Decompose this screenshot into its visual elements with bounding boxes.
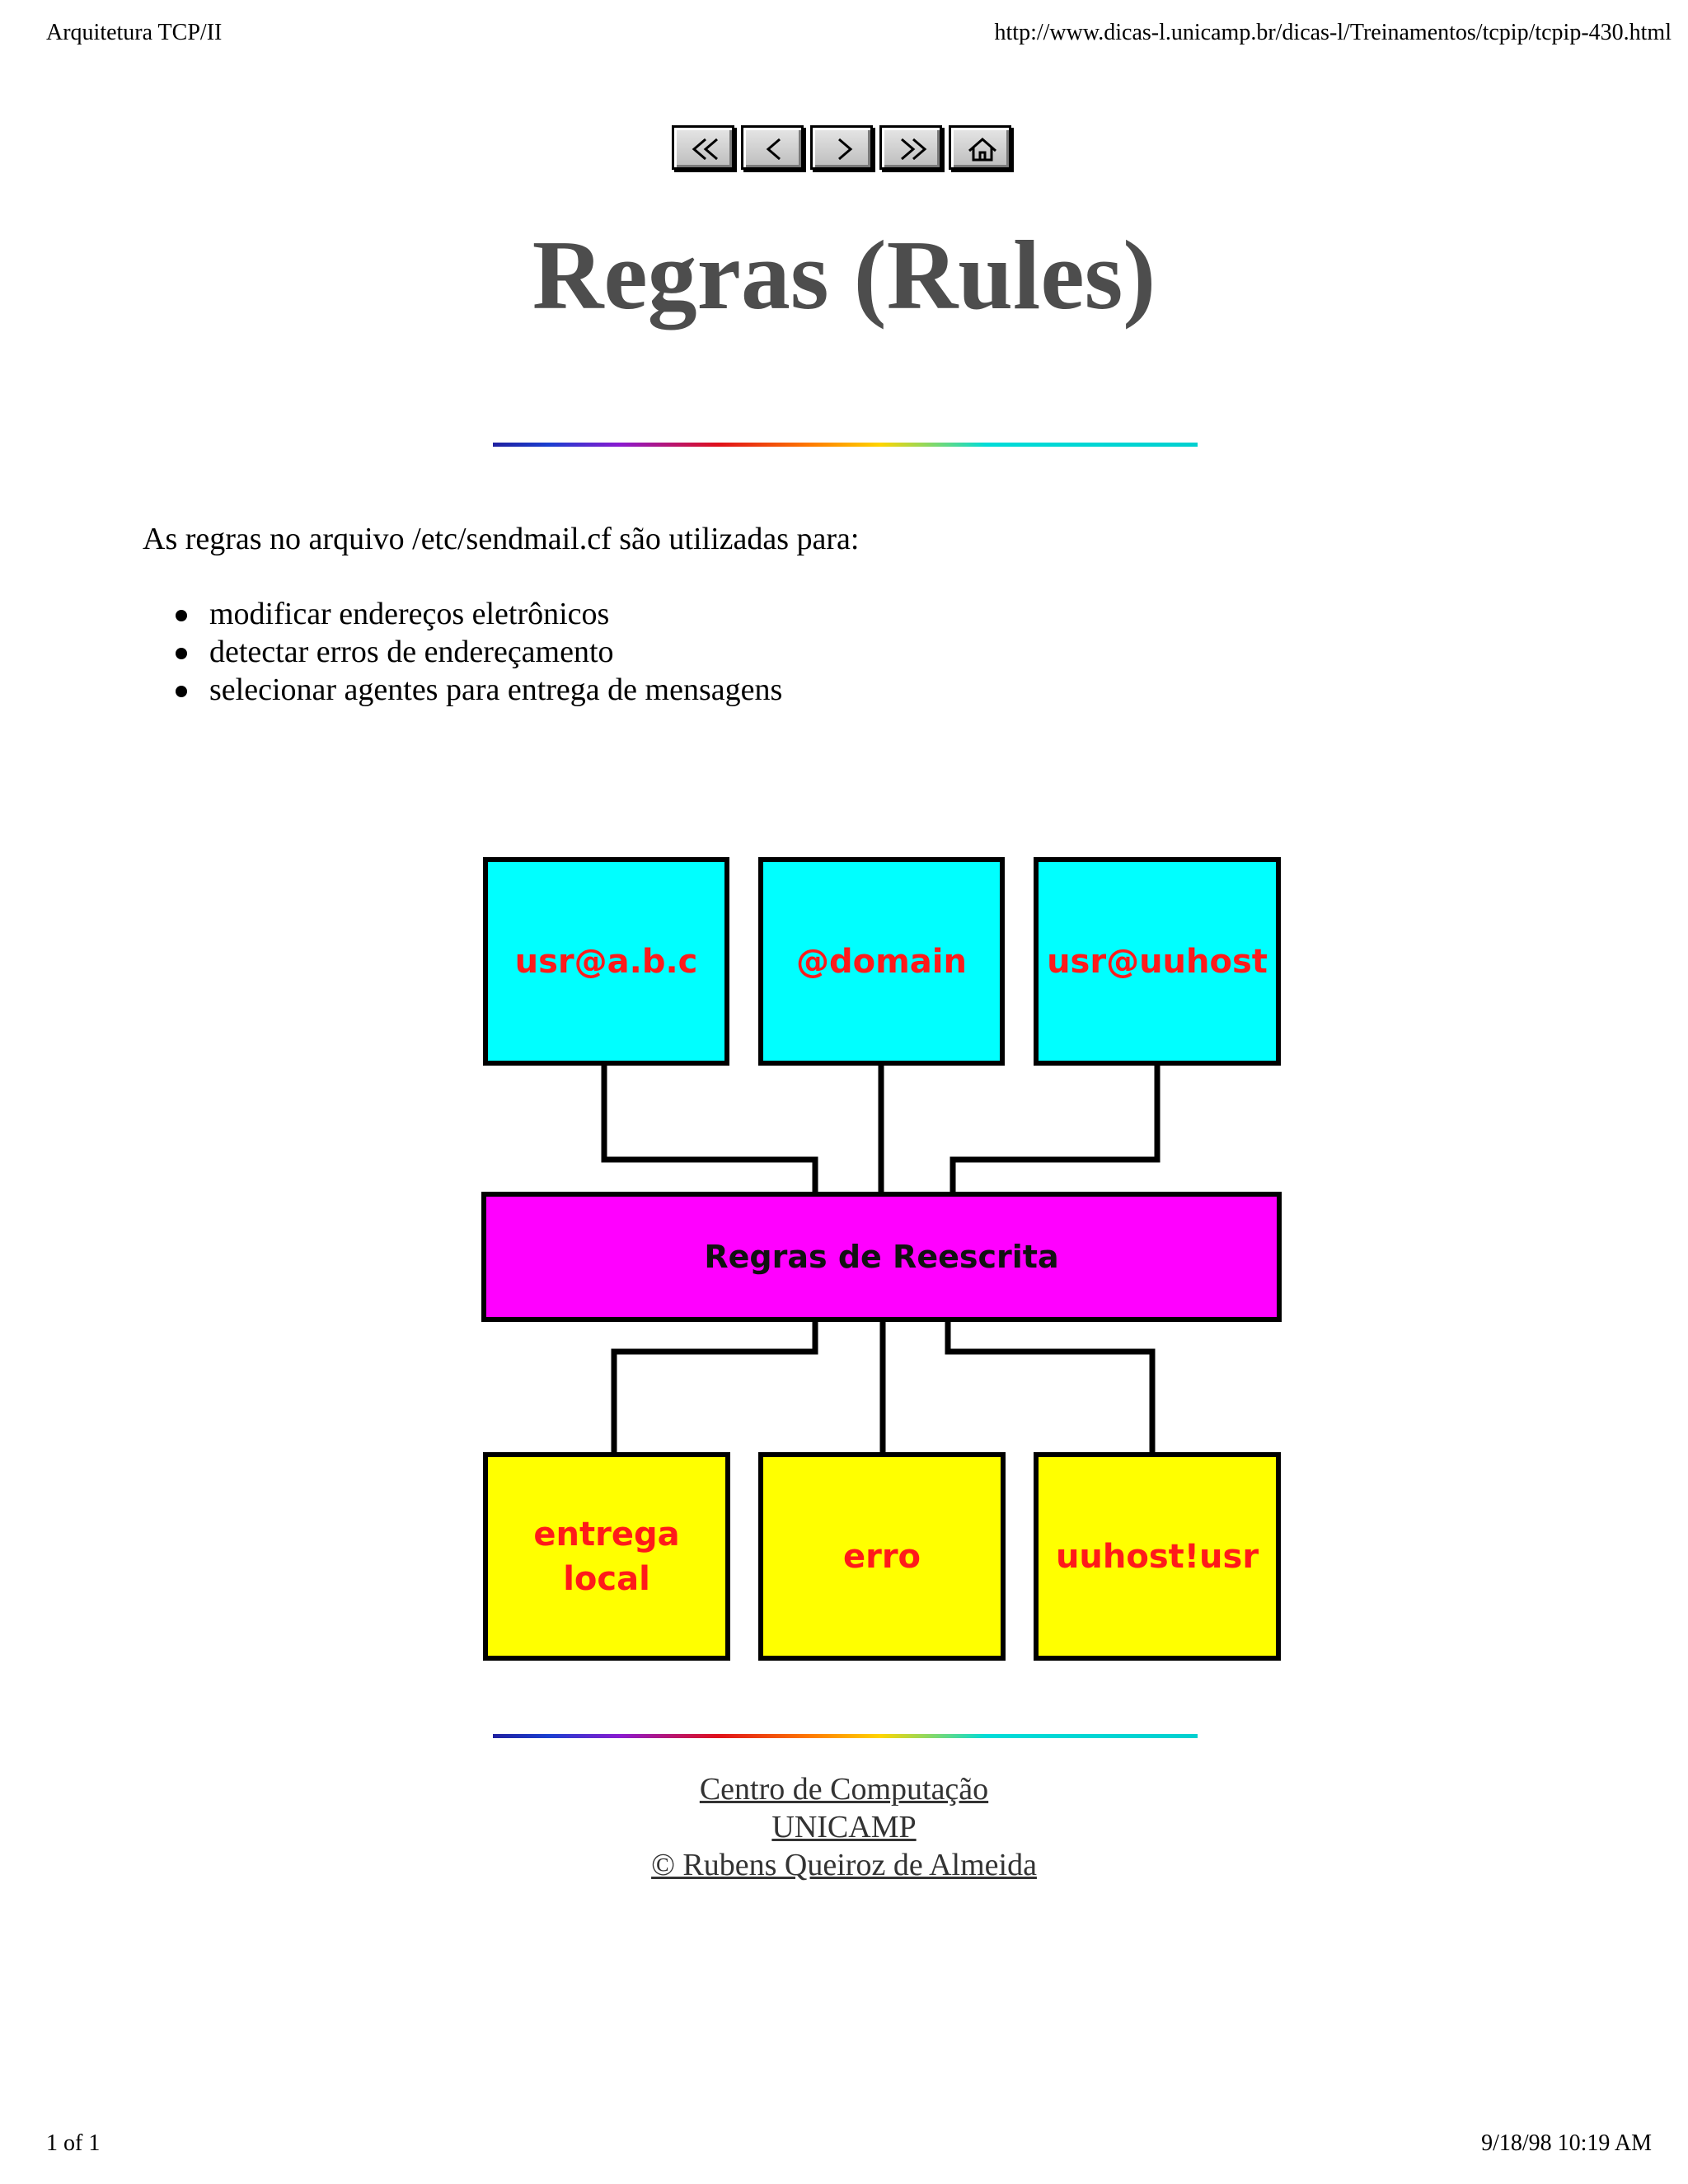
rewrite-rules-box: Regras de Reescrita bbox=[481, 1192, 1282, 1322]
input-box-label: @domain bbox=[796, 942, 967, 981]
next-page-button[interactable] bbox=[810, 125, 873, 170]
rainbow-divider-top bbox=[493, 443, 1198, 447]
next-page-icon bbox=[838, 138, 853, 161]
print-header-url: http://www.dicas-l.unicamp.br/dicas-l/Tr… bbox=[994, 20, 1672, 45]
connector-input-1 bbox=[601, 1063, 818, 1195]
home-button[interactable] bbox=[949, 125, 1011, 170]
first-page-icon bbox=[692, 138, 718, 161]
last-page-icon bbox=[901, 138, 927, 161]
connector-output-3 bbox=[945, 1319, 1156, 1456]
input-box-usr-uuhost: usr@uuhost bbox=[1034, 857, 1281, 1066]
print-page-count: 1 of 1 bbox=[46, 2130, 101, 2156]
print-timestamp: 9/18/98 10:19 AM bbox=[1481, 2130, 1652, 2156]
unicamp-link[interactable]: UNICAMP bbox=[771, 1810, 917, 1844]
rainbow-divider-bottom bbox=[493, 1734, 1198, 1738]
input-box-domain: @domain bbox=[758, 857, 1005, 1066]
output-box-label: uuhost!usr bbox=[1055, 1537, 1259, 1576]
page-title: Regras (Rules) bbox=[532, 220, 1156, 330]
output-box-local-delivery: entrega local bbox=[483, 1452, 730, 1661]
output-box-error: erro bbox=[758, 1452, 1006, 1661]
first-page-button[interactable] bbox=[672, 125, 734, 170]
list-item: selecionar agentes para entrega de mensa… bbox=[176, 671, 782, 709]
output-box-uuhost-usr: uuhost!usr bbox=[1034, 1452, 1281, 1661]
computing-center-link[interactable]: Centro de Computação bbox=[699, 1772, 989, 1807]
list-item: modificar endereços eletrônicos bbox=[176, 595, 782, 633]
last-page-button[interactable] bbox=[879, 125, 942, 170]
connector-output-1 bbox=[611, 1319, 818, 1456]
rewrite-rules-label: Regras de Reescrita bbox=[704, 1239, 1059, 1275]
intro-paragraph: As regras no arquivo /etc/sendmail.cf sã… bbox=[143, 522, 860, 556]
print-header-title: Arquitetura TCP/II bbox=[46, 20, 223, 45]
output-box-label: erro bbox=[842, 1537, 921, 1576]
list-item: detectar erros de endereçamento bbox=[176, 633, 782, 671]
bullet-list: modificar endereços eletrônicos detectar… bbox=[176, 595, 782, 709]
author-link[interactable]: © Rubens Queiroz de Almeida bbox=[651, 1848, 1037, 1882]
home-icon bbox=[968, 138, 996, 162]
input-box-label: usr@uuhost bbox=[1047, 942, 1268, 981]
previous-page-button[interactable] bbox=[741, 125, 804, 170]
previous-page-icon bbox=[766, 138, 781, 161]
connector-input-3 bbox=[950, 1063, 1160, 1195]
output-box-label: entrega local bbox=[533, 1515, 680, 1598]
footer-credits: Centro de Computação UNICAMP © Rubens Qu… bbox=[0, 1770, 1688, 1884]
input-box-usr-abc: usr@a.b.c bbox=[483, 857, 729, 1066]
input-box-label: usr@a.b.c bbox=[514, 942, 698, 981]
